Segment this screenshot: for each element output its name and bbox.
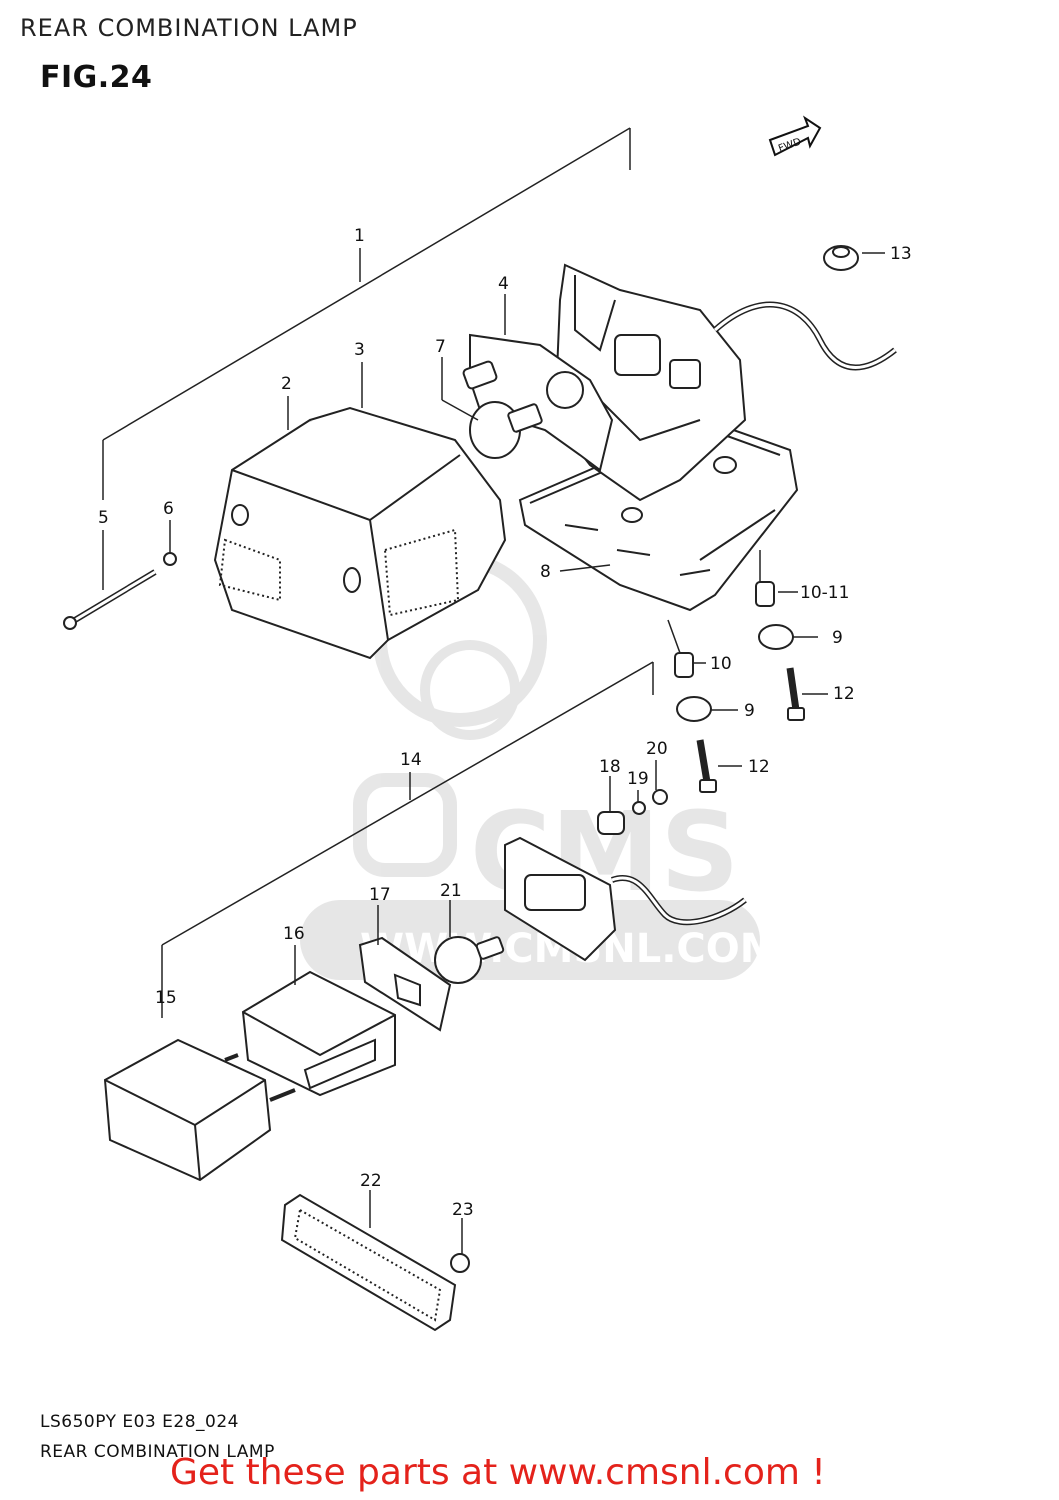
callout-21: 21 [440,881,462,901]
cushion [676,696,712,722]
callout-5: 5 [98,508,109,528]
callout-17: 17 [369,885,391,905]
tail-lamp-lens [213,406,507,660]
license-lamp-bracket [241,970,396,1097]
washer [163,552,177,566]
callout-2: 2 [281,374,292,394]
cushion [758,624,794,650]
license-lamp-cushion [597,811,625,835]
license-lamp-bulb [434,936,505,984]
callout-16: 16 [283,924,305,944]
callout-7: 7 [435,337,446,357]
callout-10: 10 [710,654,732,674]
callout-13: 13 [890,244,912,264]
fwd-arrow-icon: FWD [768,115,822,157]
callout-3: 3 [354,340,365,360]
footer-title: REAR COMBINATION LAMP [40,1442,275,1462]
license-lamp-housing [504,836,747,962]
bolt [696,739,717,793]
callout-9a: 9 [832,628,843,648]
callout-19: 19 [627,769,649,789]
callout-15: 15 [155,988,177,1008]
nut [652,789,668,805]
license-lamp-lens [103,1038,296,1182]
figure-number: FIG.24 [40,60,153,95]
callout-14: 14 [400,750,422,770]
reflector-nut [450,1253,470,1273]
callout-8: 8 [540,562,551,582]
collar [674,652,694,678]
callout-18: 18 [599,757,621,777]
grommet [823,245,859,271]
callout-22: 22 [360,1171,382,1191]
callout-9b: 9 [744,701,755,721]
callout-4: 4 [498,274,509,294]
callout-12b: 12 [748,757,770,777]
collar [755,581,775,607]
long-screw [63,569,157,630]
callout-10-11: 10-11 [800,583,849,603]
callout-1: 1 [354,226,365,246]
callout-23: 23 [452,1200,474,1220]
callout-12a: 12 [833,684,855,704]
bolt [786,667,805,721]
page-title: REAR COMBINATION LAMP [20,14,358,42]
callout-6: 6 [163,499,174,519]
reflector [280,1193,457,1332]
socket-plate [462,333,614,472]
washer [632,801,646,815]
watermark: CMS WWW.CMSNL.COM [300,553,780,980]
callout-20: 20 [646,739,668,759]
tail-bulb [469,401,543,459]
promo-link[interactable]: Get these parts at www.cmsnl.com ! [170,1452,826,1493]
diagram-code: LS650PY E03 E28_024 [40,1412,239,1432]
